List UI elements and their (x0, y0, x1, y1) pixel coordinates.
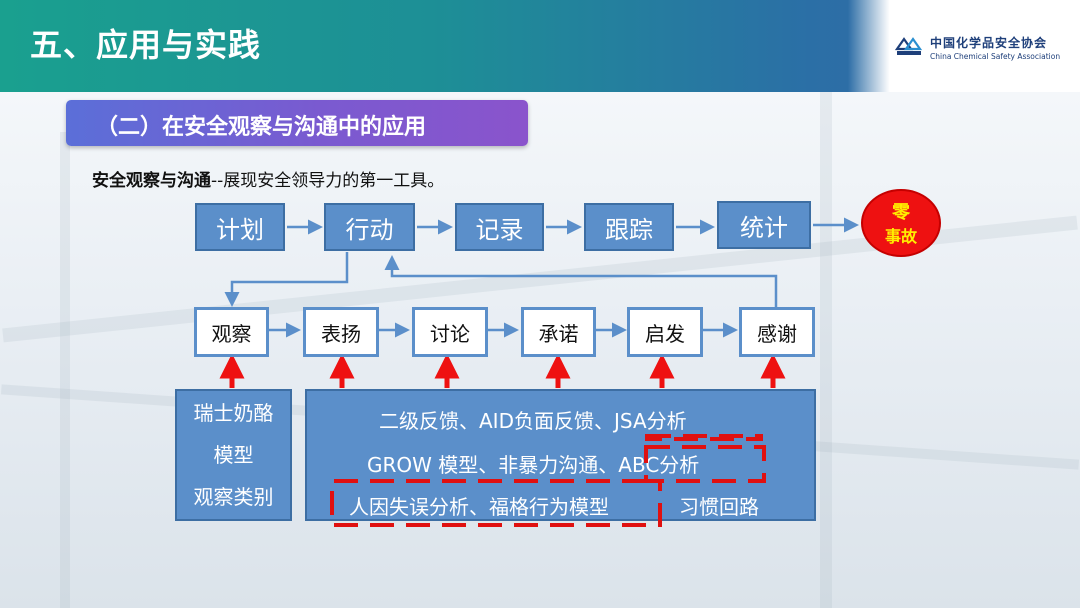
tool-left-line2: 模型 (213, 443, 254, 467)
organization-logo: 中国化学品安全协会 China Chemical Safety Associat… (848, 0, 1080, 92)
slide-title: 五、应用与实践 (30, 26, 262, 64)
step-praise: 表扬 (303, 307, 379, 357)
step-commit: 承诺 (521, 307, 596, 357)
step-inspire: 启发 (627, 307, 703, 357)
highlight-jsa (645, 434, 763, 441)
tool-right-line3b: 习惯回路 (679, 495, 759, 519)
intro-rest: --展现安全领导力的第一工具。 (211, 171, 445, 191)
section-subtitle: （二）在安全观察与沟通中的应用 (96, 115, 427, 140)
tool-left-line1: 瑞士奶酪 (193, 401, 274, 425)
goal-line2: 事故 (884, 227, 917, 246)
step-discuss: 讨论 (412, 307, 488, 357)
highlight-abc (644, 445, 766, 483)
step-record: 记录 (455, 203, 544, 251)
arrow-thanks-to-action (384, 255, 778, 308)
step-plan: 计划 (195, 203, 285, 251)
step-action: 行动 (324, 203, 415, 251)
zero-accident-goal: 零 事故 (861, 189, 941, 257)
intro-text: 安全观察与沟通--展现安全领导力的第一工具。 (92, 166, 444, 191)
goal-line1: 零 (892, 202, 910, 223)
tool-left-line3: 观察类别 (193, 485, 274, 509)
arrow-action-to-observe (224, 252, 349, 307)
step-observe: 观察 (194, 307, 269, 357)
highlight-human-factor (330, 479, 662, 527)
tool-right-line1: 二级反馈、AID负面反馈、JSA分析 (379, 409, 687, 433)
logo-name-en: China Chemical Safety Association (930, 52, 1061, 61)
logo-name-cn: 中国化学品安全协会 (930, 36, 1048, 50)
tool-right-line2: GROW 模型、非暴力沟通、ABC分析 (367, 453, 700, 477)
tool-right-line3a: 人因失误分析、福格行为模型 (349, 495, 609, 519)
step-track: 跟踪 (584, 203, 674, 251)
tool-box-right: 二级反馈、AID负面反馈、JSA分析 GROW 模型、非暴力沟通、ABC分析 人… (305, 389, 816, 521)
association-logo-icon (894, 37, 923, 55)
step-statistics: 统计 (717, 201, 811, 249)
intro-bold: 安全观察与沟通 (92, 171, 211, 191)
tool-box-left: 瑞士奶酪 模型 观察类别 (175, 389, 292, 521)
section-subtitle-box: （二）在安全观察与沟通中的应用 (66, 100, 528, 146)
step-thanks: 感谢 (739, 307, 815, 357)
